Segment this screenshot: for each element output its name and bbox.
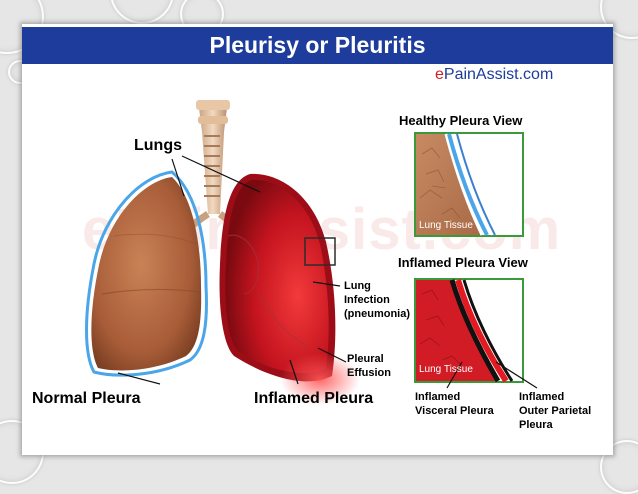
- inflamed-pleura-view-title: Inflamed Pleura View: [398, 255, 528, 270]
- pleural-effusion-label: Pleural Effusion: [347, 353, 391, 379]
- background-bubble: [110, 0, 174, 24]
- slide-card: Pleurisy or Pleuritis ePainAssist.com eP…: [22, 24, 613, 455]
- brand-logo: ePainAssist.com: [435, 66, 554, 83]
- inflamed-parietal-pleura-label: Inflamed Outer Parietal Pleura: [519, 391, 592, 431]
- zoom-region-marker: [304, 237, 336, 266]
- pleurisy-diagram: [85, 100, 538, 405]
- pleural-effusion-glow: [280, 353, 360, 405]
- inflamed-lung: [225, 179, 329, 374]
- normal-lung: [91, 177, 202, 371]
- inflamed-visceral-pleura-label: Inflamed Visceral Pleura: [415, 391, 494, 417]
- zoom-leader-lines: [446, 361, 538, 389]
- inflamed-pleura-label: Inflamed Pleura: [254, 390, 374, 407]
- lung-infection-label: Lung Infection (pneumonia): [344, 280, 410, 320]
- inflamed-lung-tissue-label: Lung Tissue: [419, 364, 473, 375]
- normal-pleura-outline: [85, 170, 208, 377]
- leader-lines: [117, 155, 347, 385]
- slide-title: Pleurisy or Pleuritis: [22, 27, 613, 64]
- inflamed-pleura-view: [414, 278, 524, 383]
- healthy-lung-tissue-label: Lung Tissue: [419, 220, 473, 231]
- lungs-label: Lungs: [134, 137, 182, 154]
- healthy-pleura-view-title: Healthy Pleura View: [399, 113, 523, 128]
- healthy-pleura-view: [414, 132, 524, 237]
- normal-pleura-label: Normal Pleura: [32, 390, 141, 407]
